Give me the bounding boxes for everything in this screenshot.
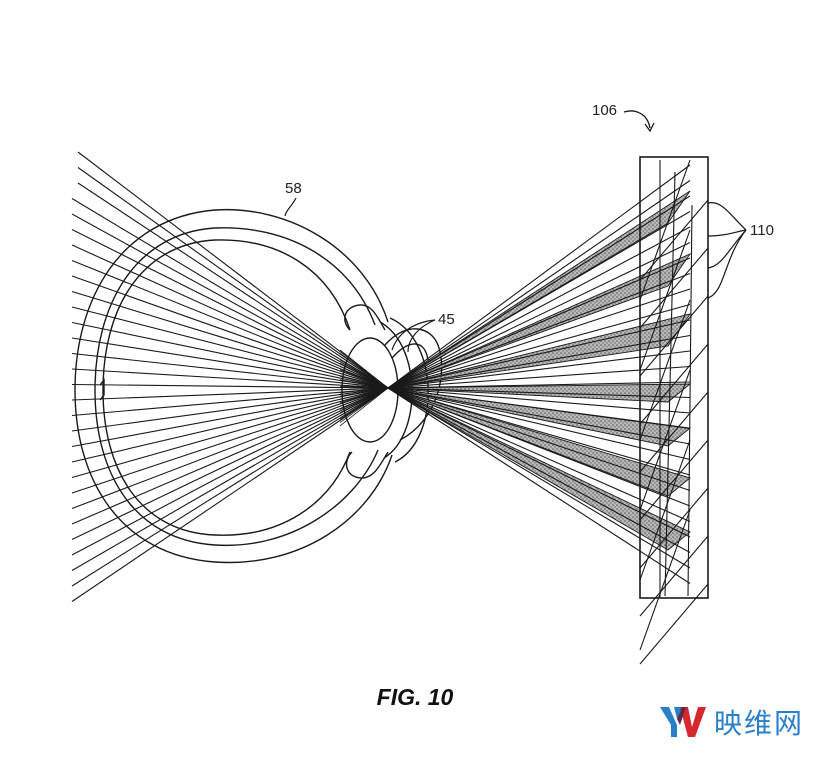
- converging-ray: [339, 387, 389, 400]
- incoming-ray: [71, 387, 389, 525]
- incoming-ray: [71, 387, 389, 479]
- incoming-ray: [71, 337, 389, 389]
- incoming-ray: [71, 387, 389, 556]
- iris-upper: [344, 304, 386, 331]
- converging-ray: [339, 387, 389, 397]
- converging-ray: [339, 387, 389, 410]
- incoming-ray: [71, 387, 389, 540]
- facet-line: [639, 229, 691, 371]
- panel-frame: [639, 156, 709, 599]
- facet-line: [639, 343, 709, 425]
- facet-line: [639, 535, 709, 617]
- facet-line: [639, 583, 709, 665]
- ref-label-facets: 110: [750, 222, 774, 239]
- retina: [102, 239, 351, 536]
- incoming-ray: [71, 383, 389, 389]
- leader-58: [284, 197, 297, 217]
- ref-label-lens: 45: [438, 311, 455, 328]
- retina-notch: [99, 378, 105, 401]
- ref-label-eye: 58: [285, 180, 302, 197]
- incoming-ray: [71, 387, 389, 602]
- incoming-ray: [71, 387, 389, 463]
- facet-line: [639, 159, 691, 301]
- facet-line: [639, 509, 691, 651]
- incoming-ray: [71, 387, 389, 448]
- incoming-ray: [71, 275, 389, 389]
- converging-ray: [339, 387, 389, 417]
- facet-line: [639, 369, 691, 511]
- incoming-ray: [77, 151, 389, 389]
- converging-ray: [339, 387, 389, 407]
- panel-inner-line-2: [664, 171, 676, 597]
- watermark: 映维网: [660, 702, 804, 742]
- incoming-ray: [71, 213, 389, 389]
- beam-band: [387, 387, 691, 497]
- converging-ray: [339, 387, 389, 420]
- incoming-ray: [71, 387, 389, 587]
- converging-ray: [339, 356, 389, 389]
- yv-logo-icon: [660, 707, 706, 737]
- sclera-outer: [74, 208, 393, 564]
- facet-line: [639, 439, 691, 581]
- converging-ray: [339, 379, 389, 389]
- incoming-ray: [71, 306, 389, 389]
- incoming-ray: [71, 387, 389, 494]
- converging-ray: [339, 376, 389, 389]
- incoming-ray: [71, 368, 389, 389]
- incoming-ray: [71, 290, 389, 389]
- incoming-ray: [71, 387, 389, 417]
- facet-line: [639, 299, 691, 441]
- incoming-ray: [71, 229, 389, 389]
- facet-line: [639, 487, 709, 569]
- converging-ray: [339, 372, 389, 389]
- converging-ray: [339, 369, 389, 389]
- outgoing-ray: [387, 387, 691, 507]
- incoming-ray: [77, 182, 389, 389]
- watermark-text: 映维网: [714, 707, 805, 740]
- converging-ray: [339, 387, 389, 423]
- incoming-rays: [71, 151, 389, 602]
- incoming-ray: [71, 387, 389, 401]
- converging-ray: [339, 359, 389, 389]
- facet-line: [639, 439, 709, 521]
- converging-ray: [339, 366, 389, 389]
- reflective-facets: [639, 159, 709, 665]
- converging-ray: [339, 387, 389, 390]
- incoming-ray: [71, 198, 389, 389]
- converging-ray: [339, 387, 389, 427]
- facet-line: [639, 295, 709, 377]
- converging-ray: [339, 362, 389, 389]
- incoming-ray: [71, 387, 389, 432]
- incoming-ray: [77, 167, 389, 389]
- figure-caption: FIG. 10: [376, 684, 454, 710]
- panel-inner-line-3: [687, 204, 693, 597]
- converging-ray: [339, 385, 389, 389]
- iris-lower: [345, 451, 389, 479]
- sclera-inner: [94, 227, 379, 547]
- ref-label-display: 106: [592, 102, 618, 119]
- incoming-ray: [71, 244, 389, 389]
- converging-ray: [339, 387, 389, 414]
- leader-45: [391, 319, 436, 353]
- eye-outline: [74, 208, 443, 564]
- converging-ray: [339, 387, 389, 394]
- accommodating-lens-b: [391, 343, 429, 361]
- incoming-ray: [71, 387, 389, 510]
- outgoing-ray: [387, 242, 691, 389]
- facet-line: [639, 247, 709, 329]
- incoming-ray: [71, 352, 389, 389]
- facet-line: [639, 391, 709, 473]
- leader-110: [707, 202, 747, 299]
- converging-ray: [339, 382, 389, 389]
- leader-106: [623, 110, 655, 133]
- display-panel: [639, 156, 709, 599]
- incoming-ray: [71, 259, 389, 389]
- beam-band: [387, 252, 692, 389]
- beam-band: [387, 190, 691, 389]
- incoming-ray: [71, 321, 389, 389]
- converging-ray: [339, 387, 389, 404]
- incoming-ray: [71, 387, 389, 571]
